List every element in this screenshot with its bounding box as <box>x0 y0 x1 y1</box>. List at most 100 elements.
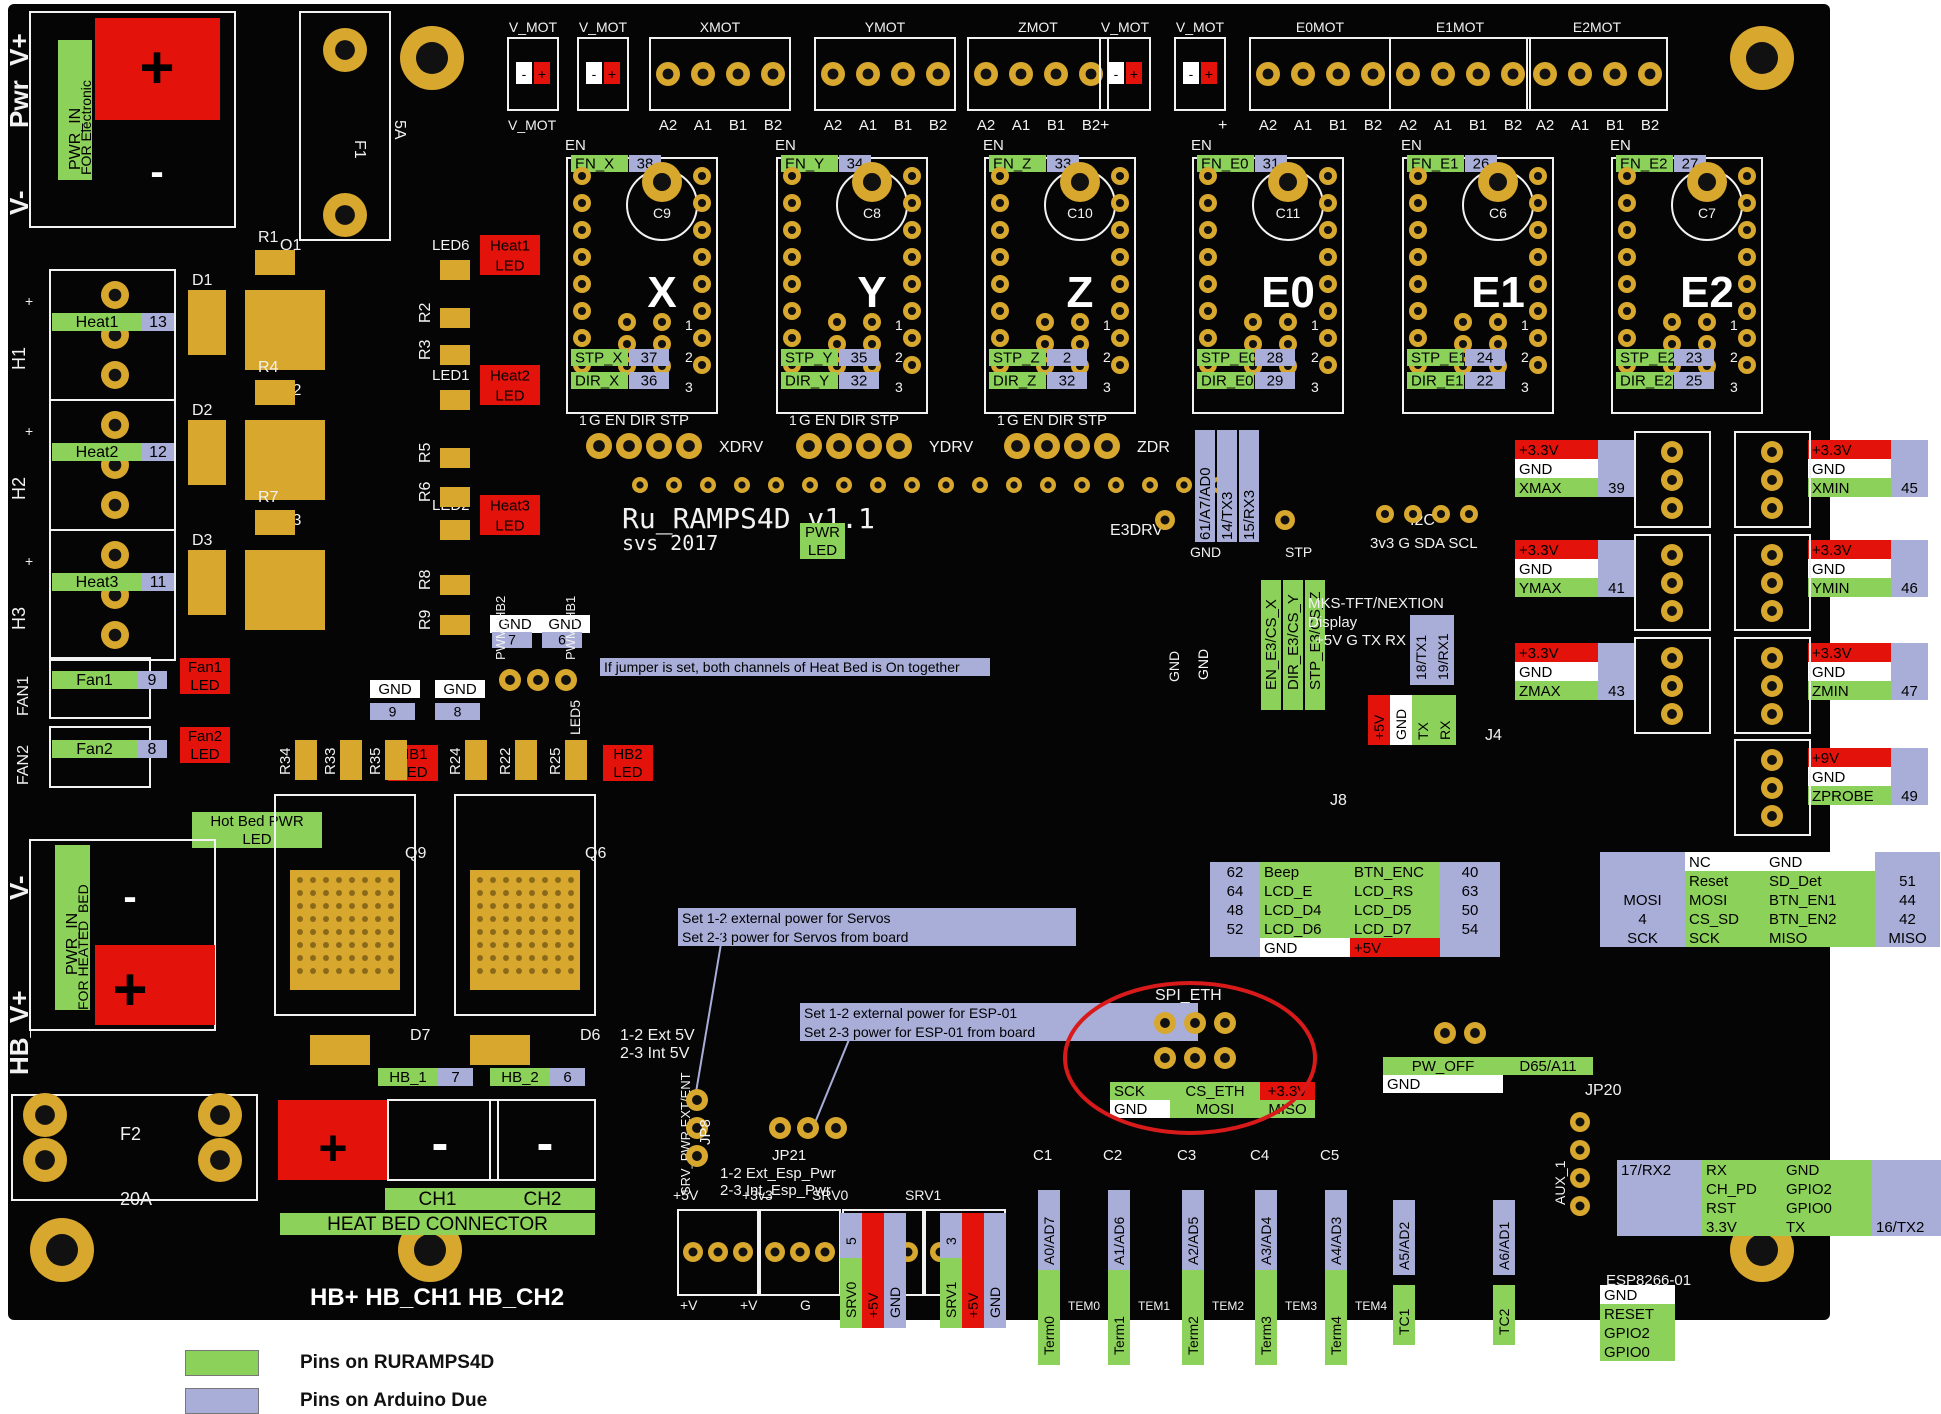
driver-dir-bg <box>1616 372 1673 389</box>
servo-5v-bg <box>962 1213 984 1328</box>
mot-pin-label: B2 <box>764 117 782 134</box>
en-label: EN <box>1401 137 1422 154</box>
lcd-cell: 50 <box>1462 902 1479 919</box>
pad-hole <box>1112 481 1120 489</box>
endstop-pin-bg <box>1891 786 1928 805</box>
endstop-pin-bg <box>1891 478 1928 497</box>
pad-hole <box>995 306 1005 316</box>
pad-hole <box>795 1247 805 1257</box>
pad-hole <box>1742 171 1752 181</box>
driver-stp: STP_X <box>575 349 623 366</box>
pad-hole <box>657 317 667 327</box>
pad-hole <box>1575 1201 1585 1211</box>
endstop-vcc-bg <box>1808 748 1891 767</box>
pin-number: 1 <box>579 412 587 428</box>
resistor <box>255 510 295 535</box>
pad-hole <box>1010 481 1018 489</box>
pwr-plus: + <box>139 34 174 101</box>
pw-off-bg <box>1383 1057 1503 1075</box>
pad-hole <box>1180 481 1188 489</box>
driver-dir-pin-bg <box>629 372 669 389</box>
endstop-gnd-bg <box>1808 559 1891 578</box>
exp-cell: MISO <box>1769 930 1807 947</box>
mosfet-dot <box>477 877 483 883</box>
exp-cell: BTN_EN1 <box>1769 892 1837 909</box>
mks-pins: +5V G TX RX <box>1315 632 1406 649</box>
esp-bottom: RESET <box>1604 1306 1654 1323</box>
esp-cell-bg <box>1782 1217 1872 1236</box>
driver-dir-pin-bg <box>1674 372 1714 389</box>
pad-hole <box>1622 171 1632 181</box>
pad-hole <box>1539 68 1551 80</box>
endstop-name: ZMAX <box>1519 683 1561 700</box>
driver-en: EN_E1 <box>1411 155 1459 172</box>
endstop-blank <box>1598 540 1635 578</box>
pad-hole <box>1040 339 1050 349</box>
hb-pin: 9 <box>389 703 397 719</box>
fan-led-word: LED <box>190 677 219 694</box>
heat-pin: 11 <box>150 574 167 591</box>
pad-hole <box>1667 681 1677 691</box>
hot-bed-led: LED <box>242 831 271 848</box>
pad-hole <box>704 481 712 489</box>
pad-hole <box>1767 578 1777 588</box>
pad-hole <box>1533 171 1543 181</box>
outline <box>577 37 629 111</box>
minus-sign: - <box>1189 66 1194 82</box>
spi-mosi: MOSI <box>1196 1101 1234 1118</box>
esp-cell-bg <box>1702 1160 1782 1179</box>
endstop-vcc-bg <box>1515 643 1598 662</box>
plus-sign: + <box>1130 66 1138 82</box>
esp-cell: 16/TX2 <box>1876 1219 1924 1236</box>
heat-pin: 12 <box>149 444 167 461</box>
endstop-gnd-bg <box>1515 459 1598 478</box>
pad-hole <box>1742 279 1752 289</box>
cap-label: C3 <box>1177 1147 1196 1164</box>
heat-pin-bg <box>142 443 174 461</box>
en-label: EN <box>565 137 586 154</box>
heat-led-word-bg <box>480 385 540 405</box>
mosfet-dot <box>542 968 548 974</box>
fan-led-name: Fan2 <box>188 728 222 745</box>
mosfet-dot <box>362 942 368 948</box>
endstop-pin: 43 <box>1608 683 1625 700</box>
pad-hole <box>803 440 815 452</box>
outline <box>387 1099 499 1181</box>
heat-led-word-bg <box>480 255 540 275</box>
pin-number: 3 <box>895 379 903 395</box>
pad-hole <box>335 205 355 225</box>
driver-stp: STP_E1 <box>1411 349 1467 366</box>
fan-led-name: Fan1 <box>188 659 222 676</box>
pad-hole <box>1323 279 1333 289</box>
led-pad <box>440 520 470 540</box>
mosfet-dot <box>503 929 509 935</box>
pad-hole <box>1493 339 1503 349</box>
resistor-label: R3 <box>417 339 434 360</box>
mosfet-dot <box>388 916 394 922</box>
pad-hole <box>653 440 665 452</box>
lcd-cell-bg <box>1440 900 1500 919</box>
mosfet-pad <box>470 870 580 990</box>
pad-hole <box>1574 68 1586 80</box>
mosfet-dot <box>516 890 522 896</box>
hb-conn-bottom: HB+ HB_CH1 HB_CH2 <box>310 1284 564 1311</box>
mosfet-dot <box>555 942 561 948</box>
resistor <box>465 740 487 780</box>
endstop-blank <box>1891 440 1928 478</box>
pad-hole <box>1767 653 1777 663</box>
pin-number: 3 <box>1103 379 1111 395</box>
endstop-gnd-bg <box>1808 767 1891 786</box>
mounting-hole-center <box>46 1234 78 1266</box>
hb-jumper-note-bg <box>600 658 990 676</box>
servo-gnd: GND <box>987 1287 1003 1318</box>
servo-note-bg <box>678 908 1076 927</box>
pad-hole <box>907 198 917 208</box>
vmot-minus <box>1183 62 1199 84</box>
mosfet-dot <box>323 968 329 974</box>
pad-hole <box>738 481 746 489</box>
endstop-vcc: +3.3V <box>1812 442 1852 459</box>
esp-cell-bg <box>1617 1160 1702 1179</box>
cap-label: C2 <box>1103 1147 1122 1164</box>
spi-mosi-bg <box>1170 1100 1260 1118</box>
endstop-vcc: +3.3V <box>1812 542 1852 559</box>
